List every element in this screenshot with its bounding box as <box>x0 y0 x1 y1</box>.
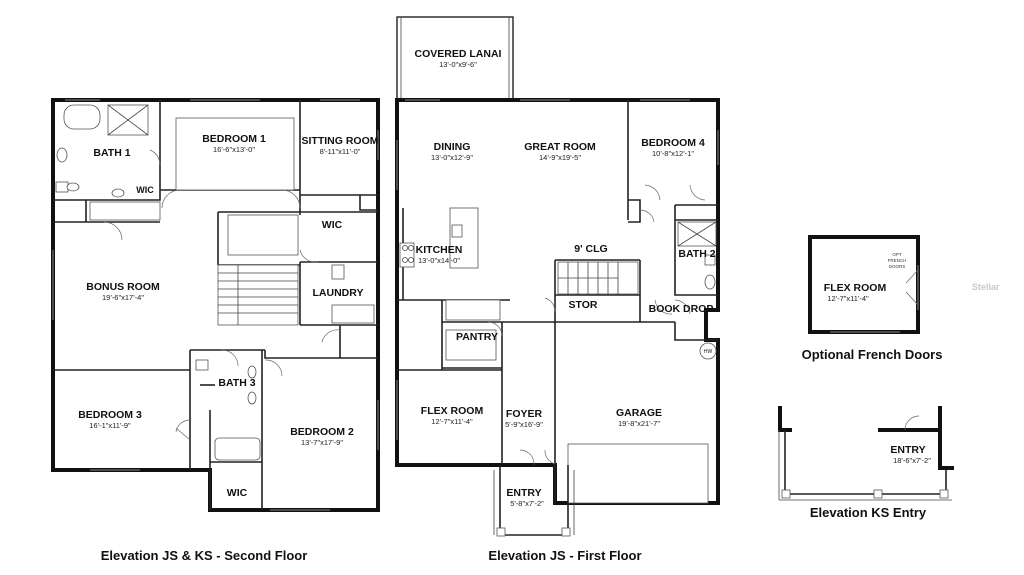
room-label-bath-2: BATH 2 <box>678 248 715 260</box>
room-dims-bedroom-3: 16'-1"x11'-9" <box>89 421 131 430</box>
bathtub-icon <box>63 104 101 130</box>
room-label-wic-bedroom-2: WIC <box>227 487 248 499</box>
room-label-pantry: PANTRY <box>456 331 498 343</box>
room-label-wic-master: WIC <box>322 219 343 231</box>
room-label-optional-flex-room: FLEX ROOM <box>824 282 887 294</box>
room-label-kitchen: KITCHEN <box>416 244 463 256</box>
room-dims-bonus-room: 19'-6"x17'-4" <box>102 293 144 302</box>
room-label-bath-1: BATH 1 <box>93 147 130 159</box>
caption-ks-entry: Elevation KS Entry <box>810 505 927 520</box>
room-dims-bedroom-2: 13'-7"x17'-9" <box>301 438 343 447</box>
caption-first-floor: Elevation JS - First Floor <box>488 548 641 563</box>
room-label-stor: STOR <box>569 299 598 311</box>
watermark-logo: Stellar <box>972 282 1000 292</box>
room-dims-sitting-room: 8'-11"x11'-0" <box>320 147 361 156</box>
closet-shelving <box>227 214 299 256</box>
room-dims-great-room: 14'-9"x19'-5" <box>539 153 581 162</box>
room-label-entry: ENTRY <box>506 487 541 499</box>
room-label-bedroom-3: BEDROOM 3 <box>78 409 142 421</box>
room-label-wic-small: WIC <box>136 185 154 195</box>
stairs <box>557 261 639 295</box>
french-doors-note-2: FRENCH <box>888 258 907 263</box>
room-label-bonus-room: BONUS ROOM <box>86 281 160 293</box>
room-label-bedroom-2: BEDROOM 2 <box>290 426 354 438</box>
room-label-ks-entry: ENTRY <box>890 444 925 456</box>
room-label-book-drop: BOOK DROP <box>649 303 714 315</box>
room-dims-ks-entry: 18'-6"x7'-2" <box>893 456 931 465</box>
room-dims-dining: 13'-0"x12'-9" <box>431 153 473 162</box>
french-doors-note-1: OPT <box>892 252 902 257</box>
room-dims-flex-room: 12'-7"x11'-4" <box>431 417 473 426</box>
caption-second-floor: Elevation JS & KS - Second Floor <box>101 548 308 563</box>
bathtub-icon <box>214 437 261 461</box>
room-label-bath-3: BATH 3 <box>218 377 255 389</box>
toilet-icon <box>55 181 69 193</box>
washer-icon <box>331 264 345 280</box>
room-dims-bedroom-4: 10'-8"x12'-1" <box>652 149 694 158</box>
stairs <box>217 264 299 326</box>
first-floor-plan: HW COVERED LANAI 13'-0"x9'-6" DINING 13'… <box>395 16 720 563</box>
room-dims-entry: 5'-8"x7'-2" <box>510 499 544 508</box>
room-label-covered-lanai: COVERED LANAI <box>415 48 502 60</box>
room-label-laundry: LAUNDRY <box>313 287 364 299</box>
ceiling-height-label: 9' CLG <box>574 243 607 255</box>
garage-door <box>567 443 709 504</box>
room-label-garage: GARAGE <box>616 407 662 419</box>
kitchen-island <box>449 207 479 269</box>
room-label-great-room: GREAT ROOM <box>524 141 596 153</box>
room-label-sitting-room: SITTING ROOM <box>302 135 379 147</box>
second-floor-plan: BATH 1 WIC BEDROOM 1 16'-6"x13'-0" SITTI… <box>51 98 380 563</box>
caption-optional-french-doors: Optional French Doors <box>802 347 943 362</box>
toilet-icon <box>195 359 209 371</box>
room-label-bedroom-1: BEDROOM 1 <box>202 133 266 145</box>
room-label-dining: DINING <box>434 141 471 153</box>
sink-icon <box>111 188 125 198</box>
room-dims-foyer: 5'-9"x16'-9" <box>505 420 543 429</box>
room-label-foyer: FOYER <box>506 408 543 420</box>
room-dims-kitchen: 13'-0"x14'-0" <box>418 256 460 265</box>
sink-icon <box>56 147 68 163</box>
french-doors-note-3: DOORS <box>889 264 906 269</box>
ks-entry-plan: ENTRY 18'-6"x7'-2" Elevation KS Entry <box>778 406 954 520</box>
room-dims-optional-flex-room: 12'-7"x11'-4" <box>827 294 869 303</box>
room-label-flex-room: FLEX ROOM <box>421 405 484 417</box>
toilet-icon <box>704 254 716 266</box>
range-icon <box>399 242 415 268</box>
optional-french-doors-plan: OPT FRENCH DOORS FLEX ROOM 12'-7"x11'-4"… <box>802 235 943 362</box>
room-label-bedroom-4: BEDROOM 4 <box>641 137 705 149</box>
dryer-icon <box>331 304 375 324</box>
water-heater-icon <box>699 342 717 360</box>
bed-outline <box>175 117 295 191</box>
room-dims-bedroom-1: 16'-6"x13'-0" <box>213 145 255 154</box>
room-dims-garage: 19'-8"x21'-7" <box>618 419 660 428</box>
room-dims-covered-lanai: 13'-0"x9'-6" <box>439 60 477 69</box>
water-heater-label: HW <box>704 349 713 355</box>
